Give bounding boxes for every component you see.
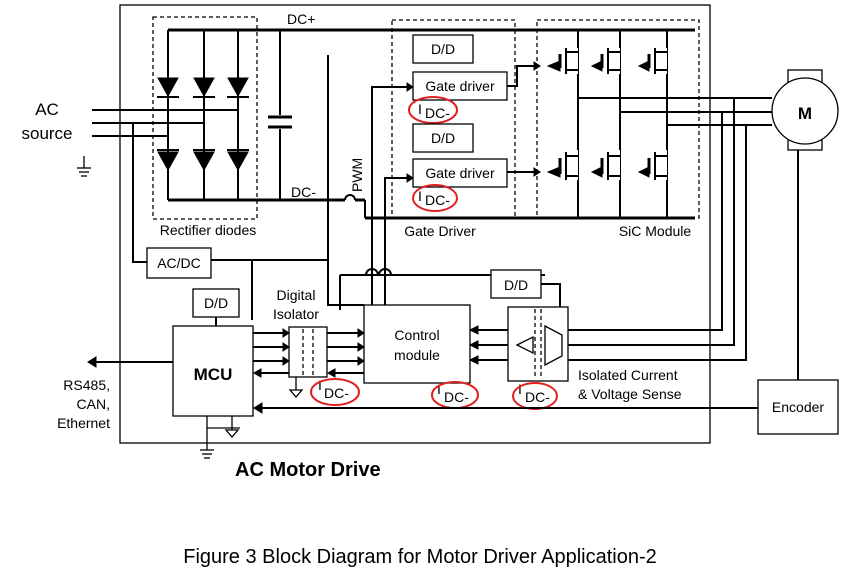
rectifier-bridge: [160, 28, 328, 202]
dc-minus-ref-5-prefix: I: [518, 381, 522, 397]
sic-module-label: SiC Module: [619, 223, 692, 239]
control-module-label-1: Control: [394, 327, 439, 343]
ac-source-wires: [92, 109, 226, 137]
gate-driver-top-label: Gate driver: [425, 78, 495, 94]
dc-minus-ring-1: [408, 96, 458, 124]
dc-minus-ref-4: DC-: [444, 389, 469, 405]
rectifier-label: Rectifier diodes: [160, 222, 257, 238]
sense-to-control-wires: [468, 325, 508, 365]
mcu-gnd-icon: [224, 416, 240, 438]
diode-icon: [157, 77, 249, 172]
motor: [771, 77, 839, 145]
acdc-box: [146, 247, 212, 279]
digital-isolator-label-1: Digital: [277, 287, 316, 303]
control-module-box: [363, 304, 471, 384]
sic-module-group: [536, 19, 700, 219]
dc-minus-ref-3: DC-: [324, 385, 349, 401]
dc-minus-ref-2-prefix: I: [418, 188, 422, 204]
motor-label: M: [798, 104, 812, 123]
crossover-humps: [365, 268, 392, 276]
mcu-label: MCU: [194, 365, 233, 384]
gate-driver-top-box: [412, 71, 508, 101]
encoder-label: Encoder: [772, 399, 824, 415]
comms-label-2: CAN,: [77, 396, 110, 412]
earth-ground-icon: [77, 156, 91, 177]
dc-minus-ring-2: [412, 184, 458, 212]
isolator-signal-wires: [252, 328, 365, 378]
isolator-gnd-icon: [288, 377, 304, 398]
drive-title: AC Motor Drive: [235, 459, 381, 481]
encoder-feedback-arrow-icon: [253, 402, 263, 414]
dd-mid-box: [412, 123, 474, 153]
comms-label-1: RS485,: [63, 377, 110, 393]
transistor-icon: [546, 30, 668, 218]
dc-minus-ref-2: DC-: [425, 192, 450, 208]
dd-mcu-label: D/D: [204, 295, 228, 311]
dc-bus: [328, 28, 695, 220]
dd-sense-wire: [541, 283, 561, 307]
ac-source-label-1: AC: [35, 100, 59, 119]
pwm-label: PWM: [349, 158, 365, 192]
gate-driver-group: [391, 19, 516, 219]
acdc-input-wire: [132, 123, 147, 263]
dc-minus-ref-4-prefix: I: [437, 381, 441, 397]
digital-isolator-label-2: Isolator: [273, 306, 319, 322]
control-module-label-2: module: [394, 347, 440, 363]
capacitor-icon: [268, 30, 292, 200]
drive-frame: [119, 4, 711, 444]
dc-plus-label: DC+: [287, 11, 315, 27]
dd-mid-label: D/D: [431, 130, 455, 146]
mcu-box: [172, 325, 254, 417]
sense-amp-icon: [515, 335, 534, 355]
phase-wires: [568, 97, 772, 361]
acdc-label: AC/DC: [157, 255, 201, 271]
sense-label-2: & Voltage Sense: [578, 386, 682, 402]
gate-signal-wires: [507, 61, 541, 177]
comms-label-3: Ethernet: [57, 415, 110, 431]
sense-label-1: Isolated Current: [578, 367, 678, 383]
gate-driver-bottom-label: Gate driver: [425, 165, 495, 181]
digital-isolator-box: [288, 326, 328, 378]
dc-minus-ref-1-prefix: I: [418, 101, 422, 117]
gate-driver-bottom-box: [412, 158, 508, 188]
dc-minus-ref-5: DC-: [525, 389, 550, 405]
dd-sense-label: D/D: [504, 277, 528, 293]
sense-box: [507, 306, 569, 382]
gate-driver-group-label: Gate Driver: [404, 223, 476, 239]
dc-minus-ring-3: [310, 378, 360, 406]
dc-minus-label: DC-: [291, 184, 316, 200]
figure-caption: Figure 3 Block Diagram for Motor Driver …: [183, 546, 657, 568]
encoder-box: [757, 379, 839, 435]
dd-top-label: D/D: [431, 41, 455, 57]
ac-source-label-2: source: [21, 124, 72, 143]
dc-minus-ref-1: DC-: [425, 105, 450, 121]
dd-mcu-box: [192, 288, 240, 318]
comms-arrow-icon: [87, 356, 97, 368]
dc-minus-ref-3-prefix: I: [318, 377, 322, 393]
dd-top-box: [412, 34, 474, 64]
rectifier-group: [152, 16, 258, 220]
mcu-ground-wire: [200, 416, 240, 459]
